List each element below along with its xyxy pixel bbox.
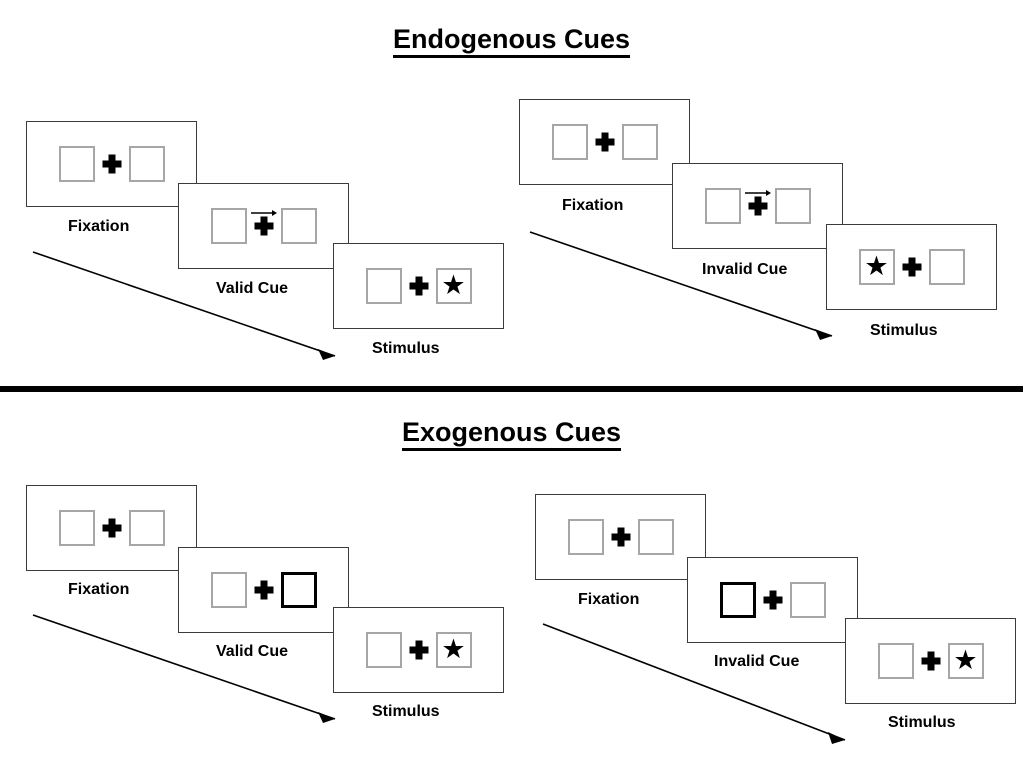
section-title-exogenous-text: Exogenous Cues: [401, 417, 622, 451]
fixation-cross-icon: [95, 509, 129, 547]
frame-endogenous-valid-stimulus: ★: [333, 243, 504, 329]
left-placeholder-box: [551, 124, 588, 160]
left-placeholder-box: [210, 208, 247, 244]
left-placeholder-box: [58, 146, 95, 182]
fixation-cross-icon: [95, 145, 129, 183]
right-placeholder-box: [128, 146, 165, 182]
right-placeholder-box: [128, 510, 165, 546]
right-placeholder-box: ★: [435, 632, 472, 668]
fixation-cross-icon: [756, 581, 790, 619]
time-flow-arrow-icon-exogenous-valid: [32, 614, 336, 723]
left-placeholder-box: [365, 632, 402, 668]
fixation-cross-icon: [402, 267, 436, 305]
frame-content: [520, 100, 689, 184]
frame-endogenous-invalid-stimulus: ★: [826, 224, 997, 310]
time-flow-arrow-icon-exogenous-invalid: [542, 623, 846, 744]
caption-endogenous-valid-cue: Valid Cue: [216, 280, 289, 297]
star-icon: ★: [953, 644, 978, 675]
star-icon: ★: [441, 269, 466, 300]
time-flow-arrow-icon-endogenous-invalid: [529, 231, 833, 340]
fixation-cross-icon: [247, 207, 281, 245]
right-placeholder-box-cued: [280, 572, 317, 608]
frame-content: [179, 184, 348, 268]
fixation-cross-icon: [588, 123, 622, 161]
left-placeholder-box: [877, 643, 914, 679]
section-divider: [0, 386, 1023, 392]
frame-content: ★: [827, 225, 996, 309]
fixation-cross-icon: [247, 571, 281, 609]
frame-exogenous-valid-fixation: [26, 485, 197, 571]
frame-exogenous-invalid-stimulus: ★: [845, 618, 1016, 704]
left-placeholder-box: [58, 510, 95, 546]
section-title-endogenous-text: Endogenous Cues: [392, 24, 630, 58]
frame-exogenous-valid-stimulus: ★: [333, 607, 504, 693]
frame-content: [179, 548, 348, 632]
frame-content: ★: [334, 244, 503, 328]
frame-exogenous-valid-cue: [178, 547, 349, 633]
section-title-exogenous: Exogenous Cues: [0, 417, 1023, 451]
right-placeholder-box: [637, 519, 674, 555]
caption-endogenous-invalid-fixation: Fixation: [562, 197, 624, 214]
caption-exogenous-valid-fixation: Fixation: [68, 581, 130, 598]
caption-endogenous-valid-stimulus: Stimulus: [372, 340, 440, 357]
frame-exogenous-invalid-fixation: [535, 494, 706, 580]
arrow-right-icon: [744, 190, 771, 196]
left-placeholder-box: [210, 572, 247, 608]
star-icon: ★: [441, 633, 466, 664]
caption-endogenous-valid-fixation: Fixation: [68, 218, 130, 235]
frame-endogenous-valid-cue: [178, 183, 349, 269]
frame-exogenous-invalid-cue: [687, 557, 858, 643]
frame-content: ★: [846, 619, 1015, 703]
right-placeholder-box: [928, 249, 965, 285]
fixation-cross-icon: [604, 518, 638, 556]
fixation-cross-icon: [914, 642, 948, 680]
right-placeholder-box: [621, 124, 658, 160]
frame-content: [536, 495, 705, 579]
right-placeholder-box: [280, 208, 317, 244]
frame-content: [27, 122, 196, 206]
right-placeholder-box: [774, 188, 811, 224]
caption-exogenous-valid-cue: Valid Cue: [216, 643, 289, 660]
caption-exogenous-valid-stimulus: Stimulus: [372, 703, 440, 720]
caption-exogenous-invalid-fixation: Fixation: [578, 591, 640, 608]
frame-endogenous-invalid-fixation: [519, 99, 690, 185]
fixation-cross-icon: [741, 187, 775, 225]
right-placeholder-box: [789, 582, 826, 618]
frame-endogenous-invalid-cue: [672, 163, 843, 249]
caption-exogenous-invalid-stimulus: Stimulus: [888, 714, 956, 731]
caption-endogenous-invalid-stimulus: Stimulus: [870, 322, 938, 339]
left-placeholder-box: [704, 188, 741, 224]
left-placeholder-box-cued: [719, 582, 756, 618]
fixation-cross-icon: [402, 631, 436, 669]
frame-content: [27, 486, 196, 570]
frame-content: [688, 558, 857, 642]
section-title-endogenous: Endogenous Cues: [0, 24, 1023, 58]
frame-endogenous-valid-fixation: [26, 121, 197, 207]
right-placeholder-box: ★: [947, 643, 984, 679]
frame-content: ★: [334, 608, 503, 692]
star-icon: ★: [864, 250, 889, 281]
time-flow-arrow-icon-endogenous-valid: [32, 251, 336, 360]
left-placeholder-box: ★: [858, 249, 895, 285]
arrow-right-icon: [250, 210, 277, 216]
left-placeholder-box: [365, 268, 402, 304]
left-placeholder-box: [567, 519, 604, 555]
fixation-cross-icon: [895, 248, 929, 286]
caption-exogenous-invalid-cue: Invalid Cue: [714, 653, 800, 670]
right-placeholder-box: ★: [435, 268, 472, 304]
frame-content: [673, 164, 842, 248]
caption-endogenous-invalid-cue: Invalid Cue: [702, 261, 788, 278]
